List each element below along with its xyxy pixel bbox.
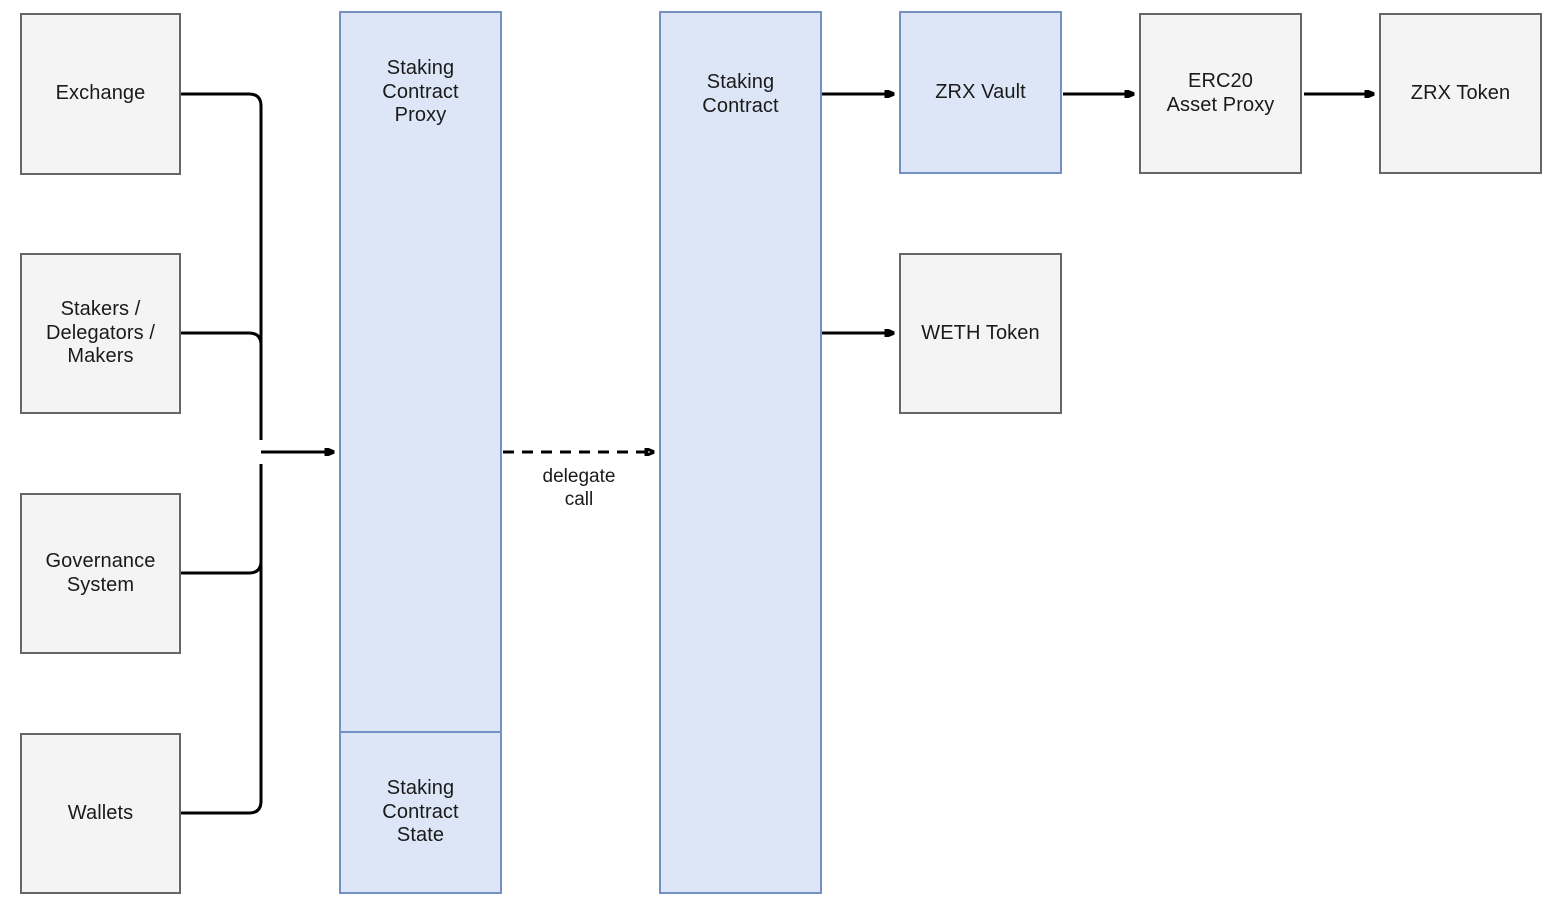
node-governance-system-label: Governance System — [45, 549, 156, 596]
edge-exchange-to-trunk — [181, 92, 263, 440]
node-zrx-token-label: ZRX Token — [1410, 81, 1511, 104]
edge-stakers-to-trunk — [181, 331, 263, 440]
node-exchange-label: Exchange — [55, 82, 146, 105]
node-weth-token-label: WETH Token — [921, 321, 1040, 344]
node-stakers-delegators-makers-label: Stakers / Delegators / Makers — [45, 298, 156, 368]
node-erc20-asset-proxy-label: ERC20 Asset Proxy — [1166, 69, 1275, 116]
node-staking-contract-label: Staking Contract — [702, 71, 779, 117]
node-staking-contract-state-label: Staking Contract State — [382, 777, 459, 847]
edge-governance-to-trunk — [181, 464, 263, 575]
edge-wallets-to-trunk — [181, 464, 263, 815]
node-staking-contract-proxy[interactable]: Staking Contract Proxy — [339, 11, 502, 733]
node-stakers-delegators-makers[interactable]: Stakers / Delegators / Makers — [20, 253, 181, 414]
node-wallets[interactable]: Wallets — [20, 733, 181, 894]
node-zrx-vault-label: ZRX Vault — [935, 80, 1026, 103]
node-staking-contract-state[interactable]: Staking Contract State — [339, 731, 502, 894]
node-zrx-vault[interactable]: ZRX Vault — [899, 11, 1062, 174]
node-exchange[interactable]: Exchange — [20, 13, 181, 175]
edge-label-delegate-call: delegate call — [542, 466, 616, 510]
node-governance-system[interactable]: Governance System — [20, 493, 181, 654]
node-staking-contract-proxy-label: Staking Contract Proxy — [382, 57, 459, 127]
node-zrx-token[interactable]: ZRX Token — [1379, 13, 1542, 174]
node-wallets-label: Wallets — [67, 801, 134, 824]
node-weth-token[interactable]: WETH Token — [899, 253, 1062, 414]
node-erc20-asset-proxy[interactable]: ERC20 Asset Proxy — [1139, 13, 1302, 174]
node-staking-contract[interactable]: Staking Contract — [659, 11, 822, 894]
